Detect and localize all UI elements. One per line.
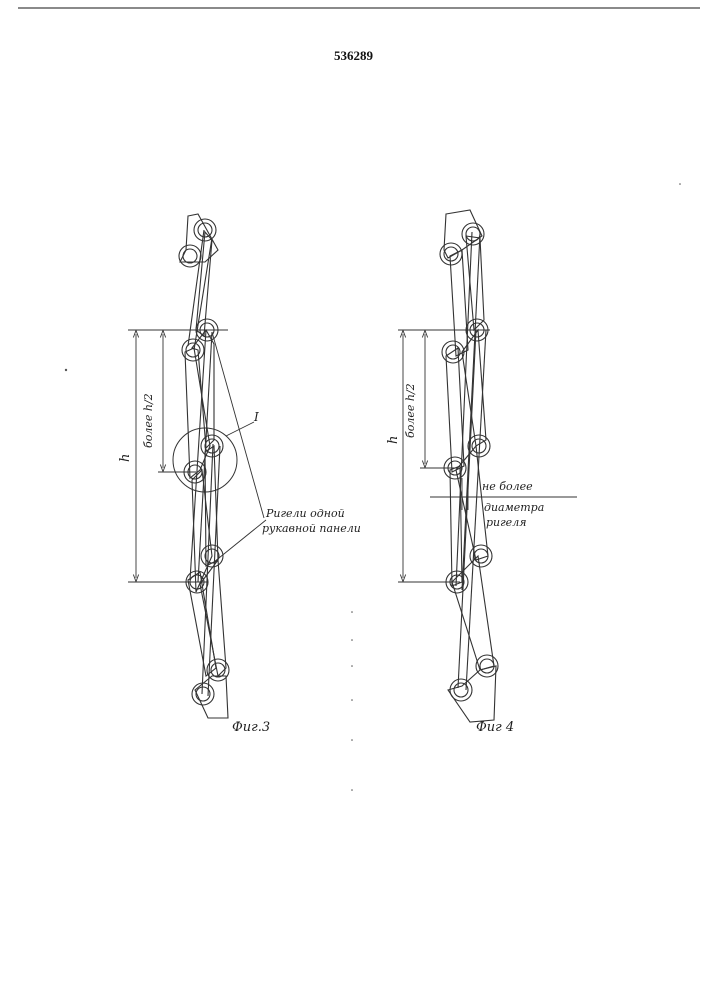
fig3-note-line1: Ригели одной bbox=[266, 507, 345, 520]
fig3-note-leader bbox=[212, 332, 264, 518]
fig3-dim-h-label: h bbox=[118, 454, 133, 462]
fig3-detail-label: I bbox=[254, 410, 259, 424]
fig3-roller bbox=[179, 245, 201, 267]
fig4-roller bbox=[442, 341, 464, 363]
fig3-note-line2: рукавной панели bbox=[262, 522, 361, 535]
fig4-note-top: не более bbox=[482, 480, 533, 493]
fig3-roller bbox=[207, 659, 229, 681]
fig4-band-2 bbox=[450, 250, 468, 356]
fig4-caption: Фиг 4 bbox=[476, 720, 514, 735]
fig4-roller bbox=[450, 679, 472, 701]
fig3-note-leader bbox=[214, 520, 266, 562]
fig4-dim-half-label: более h/2 bbox=[404, 383, 417, 438]
fig4-note-bottom-line2: ригеля bbox=[486, 516, 526, 529]
fig3-dim-half-label: более h/2 bbox=[142, 393, 155, 448]
fig3-skeleton-line bbox=[190, 330, 206, 580]
fig3-caption: Фиг.3 bbox=[232, 720, 270, 735]
scan-specks bbox=[65, 183, 681, 791]
fig4-roller bbox=[440, 243, 462, 265]
fig4-note-bottom-line1: диаметра bbox=[484, 501, 544, 514]
fig4-dim-h-label: h bbox=[386, 436, 401, 444]
fig3-band-bottom-end bbox=[195, 676, 228, 718]
figure-4-drawing bbox=[398, 210, 577, 722]
fig4-band-4 bbox=[446, 348, 464, 472]
fig3-roller bbox=[192, 683, 214, 705]
fig4-band-top-end bbox=[444, 210, 482, 258]
figure-3-drawing bbox=[128, 214, 266, 718]
fig3-detail-leader bbox=[226, 422, 254, 436]
fig3-roller bbox=[182, 339, 204, 361]
